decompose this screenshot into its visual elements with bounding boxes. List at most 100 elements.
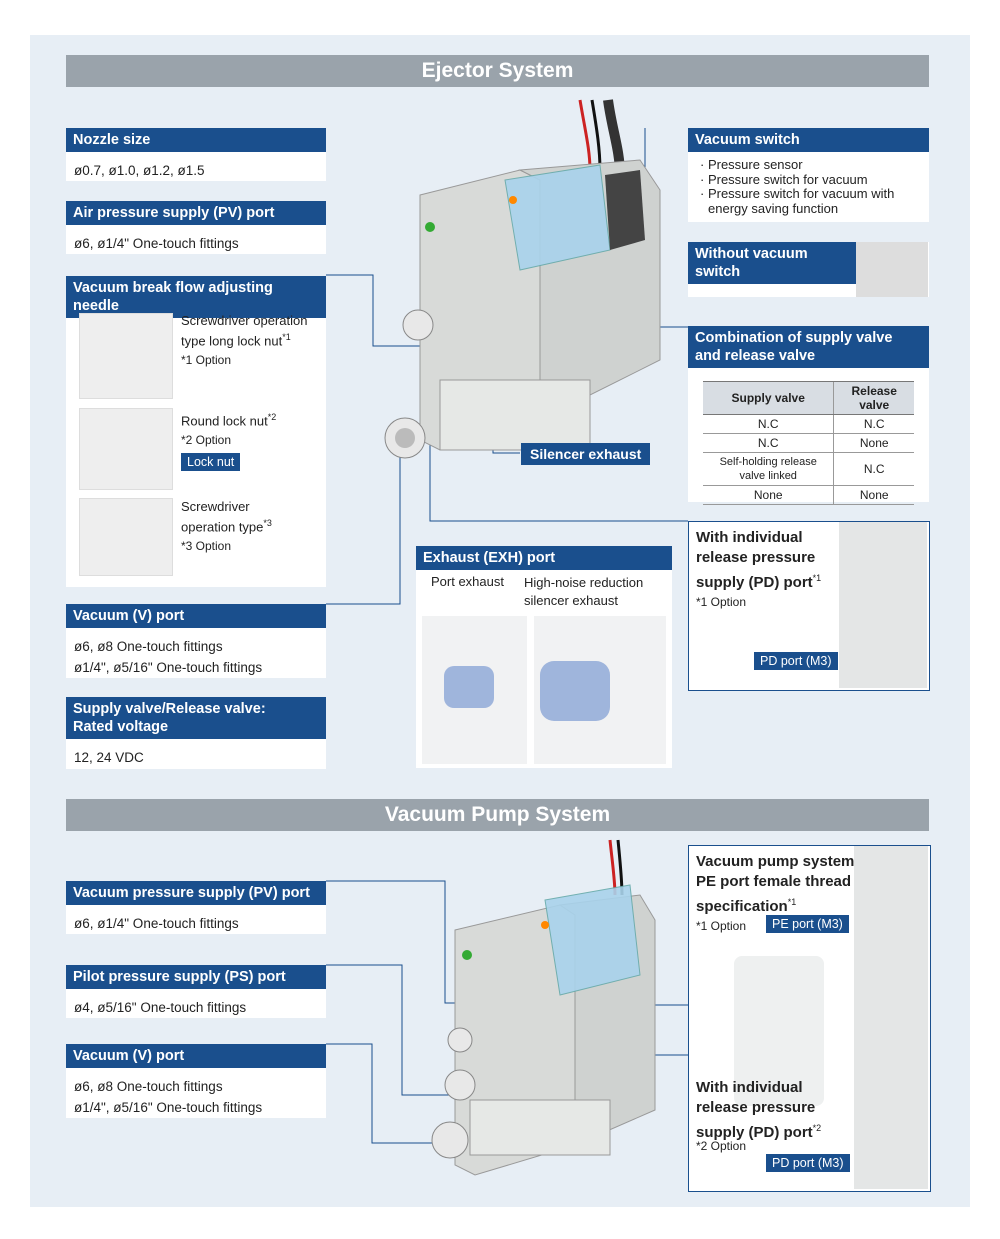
needle-item-1-sup: *1 [282,332,291,342]
pd-pump-line3: supply (PD) port [696,1124,813,1141]
pd-ejector-line1: With individual [696,529,803,546]
needle-item-3: Screwdriver operation type*3 *3 Option [181,498,272,555]
port-exhaust-image [422,616,527,764]
pump-ps-port-title: Pilot pressure supply (PS) port [66,965,326,989]
table-cell: N.C [703,414,834,434]
pump-v-port-line1: ø6, ø8 One-touch fittings [74,1079,223,1094]
combination-table: Supply valve Release valve N.C N.C N.C N… [703,381,914,505]
pd-port-ejector-box: With individual release pressure supply … [688,521,930,691]
pe-line3: specification [696,898,788,915]
table-cell: N.C [833,414,914,434]
needle-item-3-line1: Screwdriver [181,499,250,514]
pd-pump-sup: *2 [812,1123,822,1133]
pd-pump-option: *2 Option [696,1139,747,1153]
screwdriver-type-image [79,498,173,576]
needle-item-2-sup: *2 [267,412,277,422]
needle-title: Vacuum break flow adjusting needle [66,276,326,318]
table-cell: None [833,433,914,453]
pd-pump-line1: With individual [696,1079,803,1096]
pump-pv-port-box: Vacuum pressure supply (PV) port ø6, ø1/… [66,881,326,934]
vacuum-switch-list: · Pressure sensor · Pressure switch for … [688,152,929,216]
needle-item-1-line1: Screwdriver operation [181,313,308,328]
needle-item-1-option: *1 Option [181,353,232,368]
air-pv-port-box: Air pressure supply (PV) port ø6, ø1/4" … [66,201,326,254]
pe-line1: Vacuum pump system [696,853,855,870]
port-exhaust-label: Port exhaust [431,574,504,589]
round-lock-nut-image [79,408,173,490]
exhaust-port-box: Exhaust (EXH) port Port exhaust High-noi… [416,546,672,768]
needle-item-3-sup: *3 [263,518,272,528]
needle-item-3-option: *3 Option [181,539,232,554]
vacuum-v-port-line2: ø1/4", ø5/16" One-touch fittings [74,660,263,675]
ejector-system-title: Ejector System [66,55,929,87]
vacuum-switch-box: Vacuum switch · Pressure sensor · Pressu… [688,128,929,222]
pd-port-pump-title: With individual release pressure supply … [689,1072,821,1143]
needle-item-2-line1: Round lock nut [181,413,268,429]
table-cell: None [833,485,914,505]
needle-box: Vacuum break flow adjusting needle Screw… [66,276,326,587]
pump-detail-image [854,846,928,1189]
table-cell: Self-holding release valve linked [703,452,834,486]
pd-port-m3-tag: PD port (M3) [766,1154,850,1172]
needle-item-2-option: *2 Option [181,433,232,448]
rated-voltage-title2: Rated voltage [73,719,169,735]
port-exhaust-fitting [444,666,494,708]
table-cell: N.C [833,452,914,486]
table-cell: None [703,485,834,505]
pd-ejector-sup: *1 [812,573,822,583]
table-row: None None [703,485,914,505]
vacuum-switch-item: · Pressure switch for vacuum with [700,186,895,201]
pe-sup: *1 [787,897,797,907]
nozzle-size-box: Nozzle size ø0.7, ø1.0, ø1.2, ø1.5 [66,128,326,181]
table-header: Release valve [833,381,914,415]
without-switch-title: Without vacuum switch [688,242,857,284]
vacuum-v-port-line1: ø6, ø8 One-touch fittings [74,639,223,654]
pump-fitting-image [734,956,824,1106]
pd-pump-line2: release pressure [696,1099,816,1116]
vacuum-switch-item: energy saving function [708,200,839,216]
rated-voltage-box: Supply valve/Release valve: Rated voltag… [66,697,326,769]
table-cell: N.C [703,433,834,453]
rated-voltage-title1: Supply valve/Release valve: [73,701,266,717]
table-row: Self-holding release valve linked N.C [703,452,914,486]
nozzle-size-title: Nozzle size [66,128,326,152]
pe-port-m3-tag: PE port (M3) [766,915,849,933]
without-switch-image [856,242,928,297]
table-header: Supply valve [703,381,834,415]
pump-pv-port-text: ø6, ø1/4" One-touch fittings [74,916,239,931]
nozzle-size-text: ø0.7, ø1.0, ø1.2, ø1.5 [74,163,205,178]
needle-item-1-line2: type long lock nut [181,333,283,349]
pump-pv-port-title: Vacuum pressure supply (PV) port [66,881,326,905]
pump-ps-port-box: Pilot pressure supply (PS) port ø4, ø5/1… [66,965,326,1018]
pd-ejector-line3: supply (PD) port [696,574,813,591]
pump-v-port-title: Vacuum (V) port [66,1044,326,1068]
pe-line2: PE port female thread [696,873,852,890]
pd-ejector-line2: release pressure [696,549,816,566]
pd-port-m3-tag: PD port (M3) [754,652,838,670]
needle-item-2: Round lock nut*2 *2 Option [181,409,276,449]
table-header-row: Supply valve Release valve [703,381,914,415]
pump-v-port-line2: ø1/4", ø5/16" One-touch fittings [74,1100,263,1115]
needle-item-1: Screwdriver operation type long lock nut… [181,312,307,369]
silencer-exhaust-col-label: High-noise reduction silencer exhaust [524,574,643,610]
pd-ejector-image [839,522,927,688]
air-pv-port-title: Air pressure supply (PV) port [66,201,326,225]
rated-voltage-title: Supply valve/Release valve: Rated voltag… [66,697,326,739]
pd-port-ejector-title: With individual release pressure supply … [689,522,929,593]
exhaust-port-title: Exhaust (EXH) port [416,546,672,570]
pd-ejector-option: *1 Option [696,595,747,609]
vacuum-switch-item: · Pressure sensor [700,157,803,172]
pe-option: *1 Option [696,919,747,933]
table-row: N.C N.C [703,414,914,434]
silencer-col-line2: silencer exhaust [524,593,618,608]
pump-product-image [431,839,656,1176]
vacuum-v-port-title: Vacuum (V) port [66,604,326,628]
silencer-exhaust-label: Silencer exhaust [521,443,651,465]
silencer-fitting [540,661,610,721]
combination-title1: Combination of supply valve [695,330,893,346]
pump-v-port-text: ø6, ø8 One-touch fittings ø1/4", ø5/16" … [66,1068,326,1126]
silencer-col-line1: High-noise reduction [524,575,644,590]
lock-nut-tag: Lock nut [181,453,241,471]
vacuum-switch-title: Vacuum switch [688,128,929,152]
pe-pd-pump-box: Vacuum pump system PE port female thread… [688,845,931,1192]
